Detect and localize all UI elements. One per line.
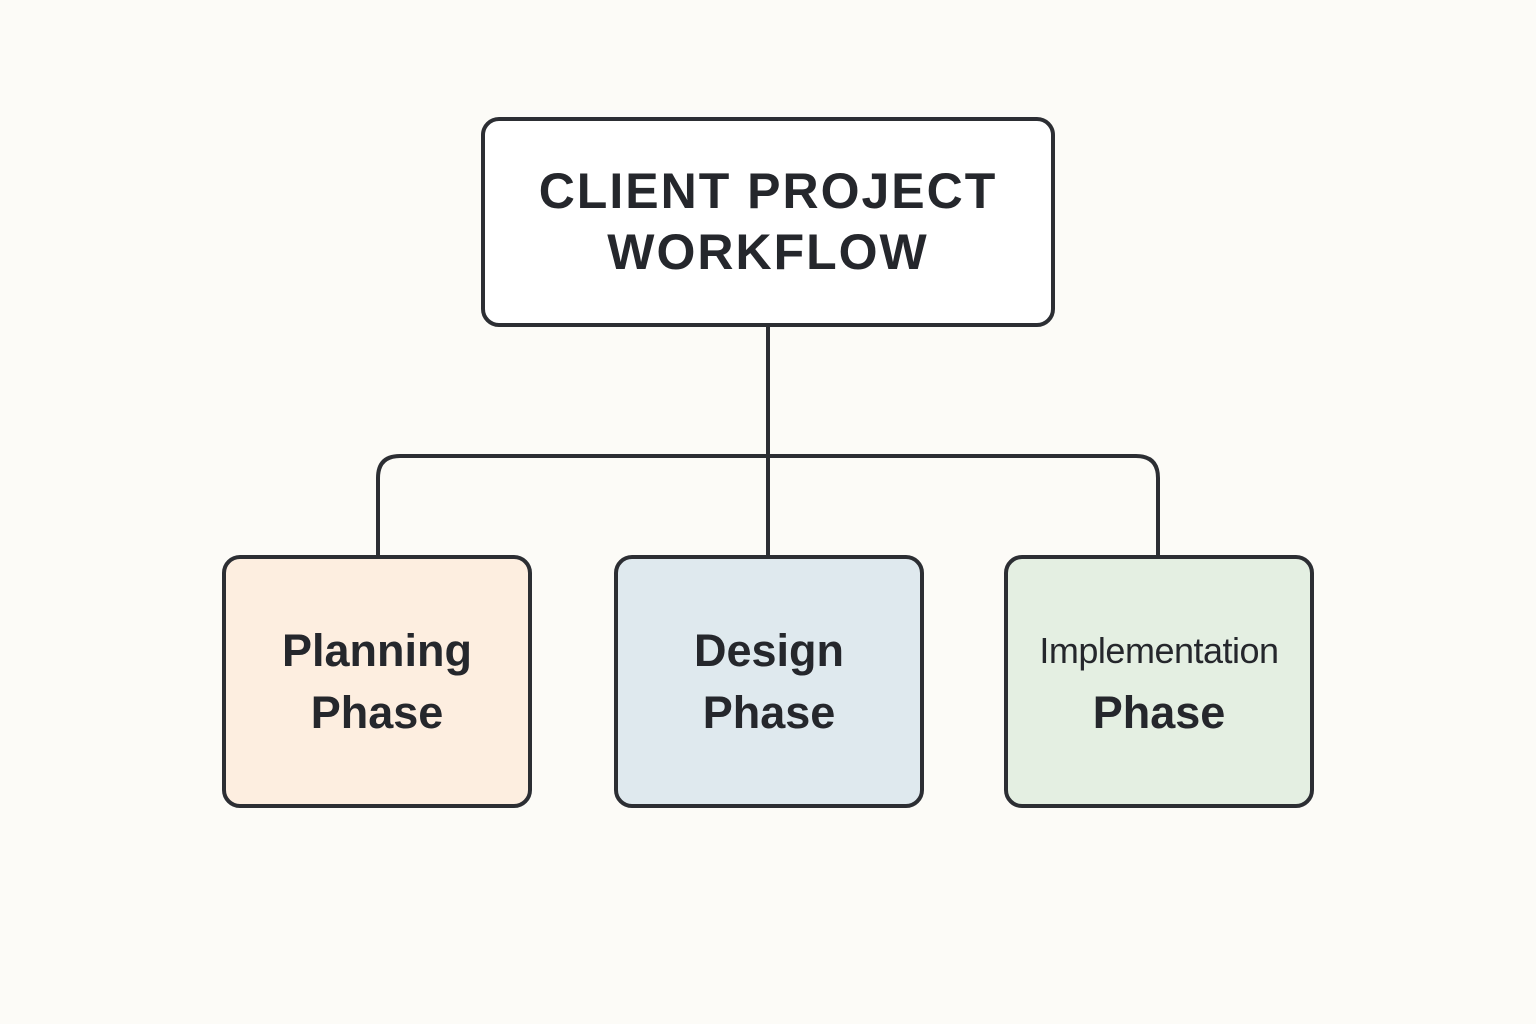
design-phase-node: Design Phase: [614, 555, 924, 808]
planning-label-line-2: Phase: [310, 686, 444, 738]
planning-phase-node: Planning Phase: [222, 555, 532, 808]
implementation-label-line-2: Phase: [1092, 686, 1226, 738]
title-line-2: WORKFLOW: [607, 224, 929, 280]
implementation-phase-node: Implementation Phase: [1004, 555, 1314, 808]
design-label-line-2: Phase: [702, 686, 836, 738]
root-node: CLIENT PROJECT WORKFLOW: [481, 117, 1055, 327]
planning-label-line-1: Planning: [282, 624, 472, 676]
title-line-1: CLIENT PROJECT: [538, 163, 998, 219]
design-label-line-1: Design: [693, 624, 845, 676]
branch-connector: [376, 454, 1160, 557]
implementation-label-line-1: Implementation: [1039, 629, 1279, 671]
